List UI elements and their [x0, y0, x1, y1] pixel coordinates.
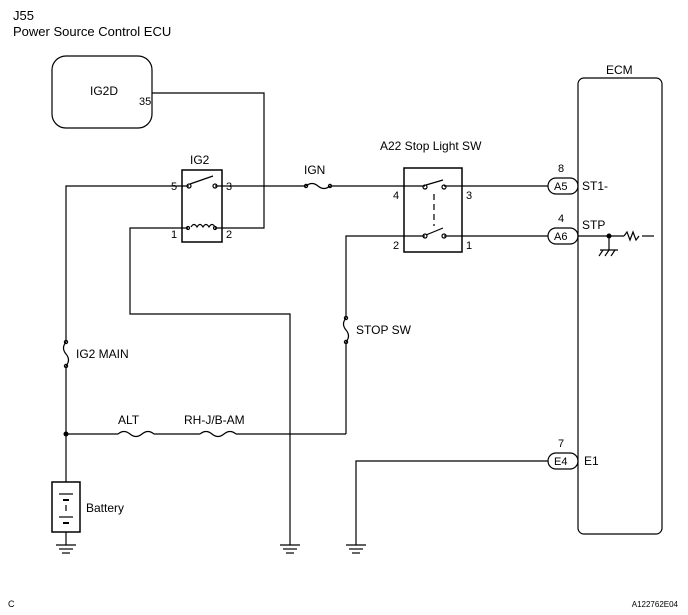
ig2-relay-box — [181, 169, 223, 243]
ecm-terminal-stp: STP — [582, 218, 605, 232]
relay-pin-2: 2 — [226, 229, 232, 241]
fuse-alt-label: ALT — [118, 413, 140, 427]
connector-e4 — [547, 452, 579, 470]
ecm-pin-4: 4 — [558, 213, 564, 225]
connector-a5-label: A5 — [554, 181, 567, 193]
fuse-rh-jb-am-label: RH-J/B-AM — [184, 413, 245, 427]
footer-page-code: C — [8, 599, 15, 609]
connector-e4-label: E4 — [554, 456, 567, 468]
ecm-terminal-e1: E1 — [584, 454, 599, 468]
connector-a5 — [547, 177, 579, 195]
ground-symbol-relay — [280, 544, 300, 554]
stop-switch-pin-4: 4 — [393, 190, 399, 202]
ecm-box — [577, 77, 663, 535]
connector-a6 — [547, 227, 579, 245]
diagram-header: J55 Power Source Control ECU — [13, 8, 171, 40]
ecm-terminal-st1: ST1- — [582, 179, 608, 193]
stop-light-switch-box — [403, 167, 463, 253]
relay-pin-5: 5 — [171, 181, 177, 193]
fuse-stop-sw-label: STOP SW — [356, 323, 412, 337]
diagram-title: Power Source Control ECU — [13, 24, 172, 39]
ecm-title: ECM — [606, 63, 633, 77]
ecu-pin-label: 35 — [139, 96, 151, 108]
battery-label: Battery — [86, 501, 124, 515]
ecm-pin-7: 7 — [558, 438, 564, 450]
stop-switch-pin-3: 3 — [466, 190, 472, 202]
footer-diagram-id: A122762E04 — [631, 600, 678, 609]
relay-pin-1: 1 — [171, 229, 177, 241]
connector-code: J55 — [13, 8, 34, 23]
stop-light-switch-label: A22 Stop Light SW — [380, 139, 482, 153]
stop-switch-pin-1: 1 — [466, 240, 472, 252]
junction-dot — [63, 431, 69, 437]
relay-name-label: IG2 — [190, 153, 210, 167]
ground-symbol-ecm — [346, 544, 366, 554]
ecm-pin-8: 8 — [558, 163, 564, 175]
junction-dot — [606, 233, 612, 239]
connector-a6-label: A6 — [554, 231, 567, 243]
fuse-ign-label: IGN — [304, 163, 325, 177]
fuse-ig2-main-label: IG2 MAIN — [76, 347, 129, 361]
ground-symbol-battery — [56, 544, 76, 554]
relay-pin-3: 3 — [226, 181, 232, 193]
stop-switch-pin-2: 2 — [393, 240, 399, 252]
power-source-ecu-box — [51, 55, 153, 129]
ecu-terminal-label: IG2D — [90, 84, 118, 98]
